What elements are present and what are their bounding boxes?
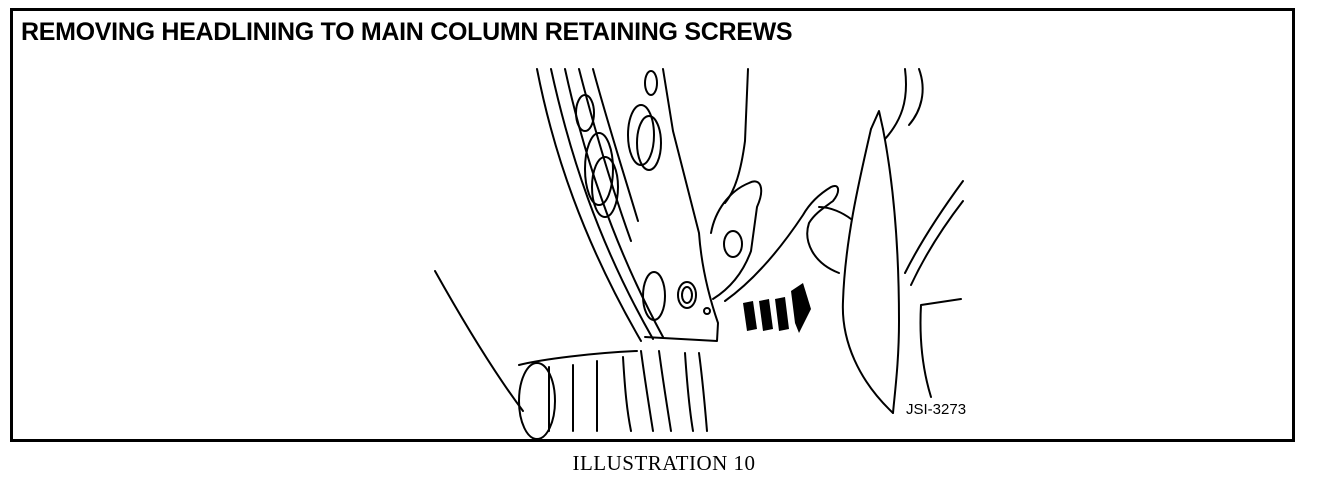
retaining-screws bbox=[677, 281, 711, 315]
reference-code: JSI-3273 bbox=[906, 401, 967, 418]
trim-panel bbox=[904, 180, 964, 398]
column-pillar bbox=[536, 68, 664, 342]
illustration-frame: REMOVING HEADLINING TO MAIN COLUMN RETAI… bbox=[10, 8, 1295, 442]
direction-arrow bbox=[743, 283, 811, 333]
access-holes bbox=[575, 70, 743, 321]
technical-illustration bbox=[434, 68, 964, 439]
removal-tool bbox=[724, 185, 852, 302]
roof-rail bbox=[434, 270, 708, 439]
headlining-panel bbox=[644, 68, 763, 342]
diagram-title: REMOVING HEADLINING TO MAIN COLUMN RETAI… bbox=[21, 18, 793, 46]
illustration-caption: ILLUSTRATION 10 bbox=[572, 451, 756, 475]
headlining-fabric bbox=[841, 68, 924, 414]
